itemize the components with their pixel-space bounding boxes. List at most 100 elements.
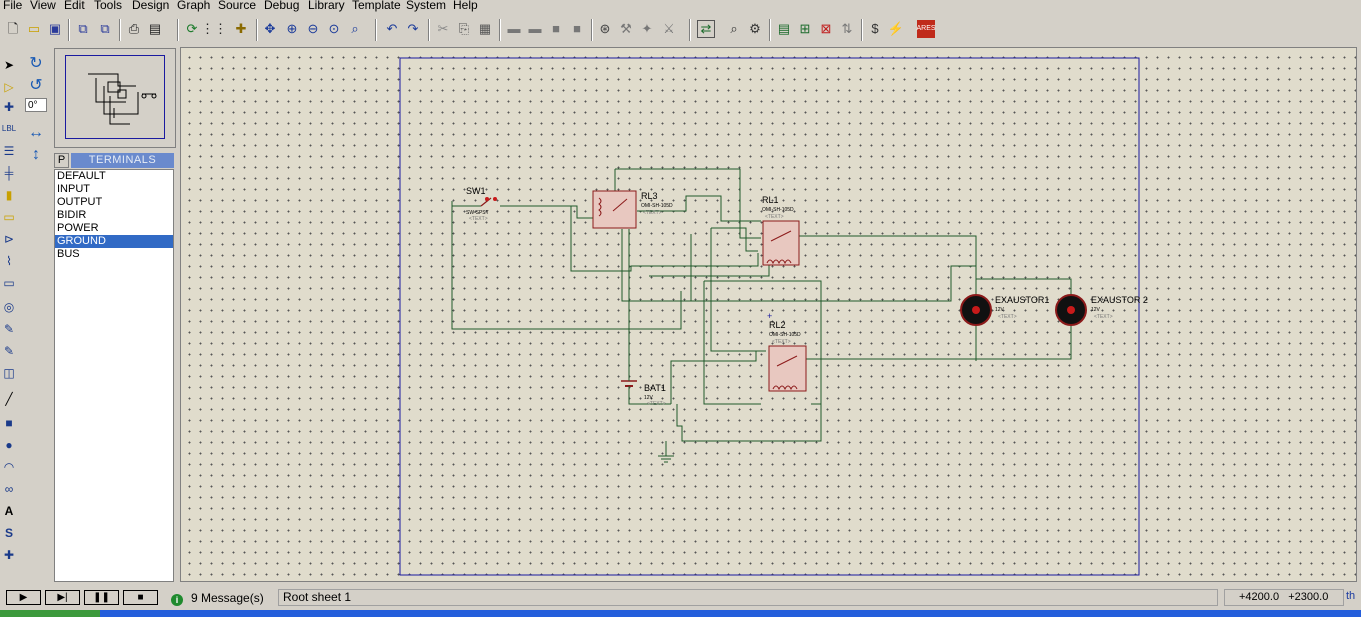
box-icon[interactable]: ■: [5, 416, 13, 430]
current-probe-icon[interactable]: ✎: [3, 344, 15, 358]
undo-icon[interactable]: ↶: [386, 21, 398, 36]
new-sheet-icon[interactable]: ▤: [777, 21, 791, 36]
block-delete-icon[interactable]: ■: [573, 21, 581, 36]
menu-template[interactable]: Template: [352, 0, 401, 12]
step-button[interactable]: ▶|: [45, 590, 80, 605]
overview-window[interactable]: [54, 48, 176, 148]
junction-dot-icon[interactable]: ✚: [3, 100, 15, 114]
terminal-item-input[interactable]: INPUT: [57, 183, 90, 195]
make-device-icon[interactable]: ⚒: [620, 21, 632, 36]
path-icon[interactable]: ∞: [4, 482, 14, 496]
device-pins-icon[interactable]: ⊳: [3, 232, 15, 246]
buses-icon[interactable]: ╪: [4, 166, 14, 180]
origin-icon[interactable]: ✚: [235, 21, 247, 36]
virtual-instruments-icon[interactable]: ◫: [3, 366, 15, 380]
text-icon[interactable]: A: [4, 504, 14, 518]
mirror-y-icon[interactable]: ↕: [32, 146, 40, 163]
rotation-angle-field[interactable]: 0°: [25, 98, 47, 112]
arc-icon[interactable]: ◠: [3, 460, 15, 474]
property-tool-icon[interactable]: ⚙: [749, 21, 761, 36]
menu-view[interactable]: View: [30, 0, 56, 12]
add-sheet-icon[interactable]: ⊞: [799, 21, 811, 36]
menu-system[interactable]: System: [406, 0, 447, 12]
wire-label-icon[interactable]: LBL: [1, 124, 17, 133]
copy-icon[interactable]: ⎘: [458, 21, 470, 36]
packaging-icon[interactable]: ✦: [641, 21, 653, 36]
zoom-in-icon[interactable]: ⊕: [286, 21, 298, 36]
play-button[interactable]: ▶: [6, 590, 41, 605]
component-mode-icon[interactable]: ▷: [4, 80, 14, 94]
paste-icon[interactable]: ▦: [478, 21, 492, 36]
block-move-icon[interactable]: ▬: [528, 21, 542, 36]
pause-button[interactable]: ❚❚: [84, 590, 119, 605]
relay-rl3[interactable]: RL3 OMI-SH-105D <TEXT>: [592, 190, 673, 229]
ares-icon[interactable]: ARES: [916, 20, 936, 38]
refresh-icon[interactable]: ⟳: [186, 21, 198, 36]
block-rotate-icon[interactable]: ■: [552, 21, 560, 36]
zoom-all-icon[interactable]: ⊙: [328, 21, 340, 36]
open-icon[interactable]: ▭: [27, 21, 41, 36]
menu-file[interactable]: File: [3, 0, 23, 12]
tape-recorder-icon[interactable]: ▭: [3, 276, 15, 290]
grid-icon[interactable]: ⋮⋮: [201, 21, 227, 36]
subcircuit-icon[interactable]: ▮: [5, 188, 13, 202]
terminal-item-default[interactable]: DEFAULT: [57, 170, 106, 182]
units-indicator[interactable]: th: [1346, 590, 1356, 602]
save-icon[interactable]: ▣: [48, 21, 62, 36]
decompose-icon[interactable]: ⚔: [663, 21, 675, 36]
menu-debug[interactable]: Debug: [264, 0, 300, 12]
pan-icon[interactable]: ✥: [264, 21, 276, 36]
terminals-mode-icon[interactable]: ▭: [3, 210, 15, 224]
menu-graph[interactable]: Graph: [177, 0, 211, 12]
terminal-item-output[interactable]: OUTPUT: [57, 196, 103, 208]
schematic-canvas[interactable]: SW1 SW-SPST <TEXT> RL3 OMI-SH-105D <TEXT…: [180, 47, 1357, 582]
pick-device-icon[interactable]: ⊛: [599, 21, 611, 36]
cut-icon[interactable]: ✂: [437, 21, 449, 36]
rotate-anticlockwise-icon[interactable]: ↺: [29, 77, 43, 94]
ground-terminal[interactable]: [658, 455, 674, 463]
export-icon[interactable]: ⧉: [100, 21, 110, 36]
search-icon[interactable]: ⌕: [730, 21, 738, 36]
menu-design[interactable]: Design: [132, 0, 170, 12]
voltage-probe-icon[interactable]: ✎: [3, 322, 15, 336]
relay-rl2[interactable]: + RL2 OMI-SH-105D <TEXT>: [767, 311, 807, 392]
print-icon[interactable]: ⎙: [128, 21, 140, 36]
menu-tools[interactable]: Tools: [94, 0, 123, 12]
graph-mode-icon[interactable]: ⌇: [6, 254, 12, 268]
relay-rl1[interactable]: RL1 OMI-SH-105D <TEXT>: [762, 195, 800, 266]
zoom-out-icon[interactable]: ⊖: [307, 21, 319, 36]
switch-sw1[interactable]: SW1 SW-SPST <TEXT>: [452, 186, 497, 222]
block-copy-icon[interactable]: ▬: [507, 21, 521, 36]
erc-icon[interactable]: ⚡: [887, 21, 905, 36]
pick-devices-button[interactable]: P: [54, 153, 69, 168]
menu-help[interactable]: Help: [453, 0, 478, 12]
terminal-item-ground[interactable]: GROUND: [55, 235, 173, 248]
menu-source[interactable]: Source: [218, 0, 257, 12]
marker-icon[interactable]: ✚: [3, 548, 15, 562]
mirror-x-icon[interactable]: ↔: [28, 124, 44, 141]
bom-icon[interactable]: $: [871, 21, 879, 36]
circle-icon[interactable]: ●: [5, 438, 13, 452]
battery-bat1[interactable]: BAT1 12V <TEXT>: [621, 379, 666, 407]
menu-edit[interactable]: Edit: [64, 0, 85, 12]
rotate-clockwise-icon[interactable]: ↻: [29, 55, 43, 72]
start-button[interactable]: [0, 610, 100, 617]
line-icon[interactable]: ╱: [5, 392, 13, 406]
terminal-item-power[interactable]: POWER: [57, 222, 99, 234]
import-icon[interactable]: ⧉: [78, 21, 88, 36]
text-script-icon[interactable]: ☰: [3, 144, 15, 158]
motor-exaustor1[interactable]: EXAUSTOR1 12V <TEXT>: [960, 291, 1049, 326]
symbol-icon[interactable]: S: [4, 526, 13, 540]
schematic-drawing[interactable]: SW1 SW-SPST <TEXT> RL3 OMI-SH-105D <TEXT…: [181, 48, 1356, 581]
terminal-item-bus[interactable]: BUS: [57, 248, 80, 260]
selection-mode-icon[interactable]: ➤: [3, 58, 15, 72]
wire-autorouter-icon[interactable]: ⇄: [697, 20, 715, 38]
zoom-area-icon[interactable]: ⌕: [351, 21, 359, 36]
terminal-item-bidir[interactable]: BIDIR: [57, 209, 87, 221]
goto-sheet-icon[interactable]: ⇅: [841, 21, 853, 36]
delete-sheet-icon[interactable]: ⊠: [820, 21, 832, 36]
new-icon[interactable]: 🗋: [7, 21, 19, 36]
motor-exaustor2[interactable]: EXAUSTOR 2 12V <TEXT>: [1055, 294, 1148, 326]
print-area-icon[interactable]: ▤: [148, 21, 162, 36]
